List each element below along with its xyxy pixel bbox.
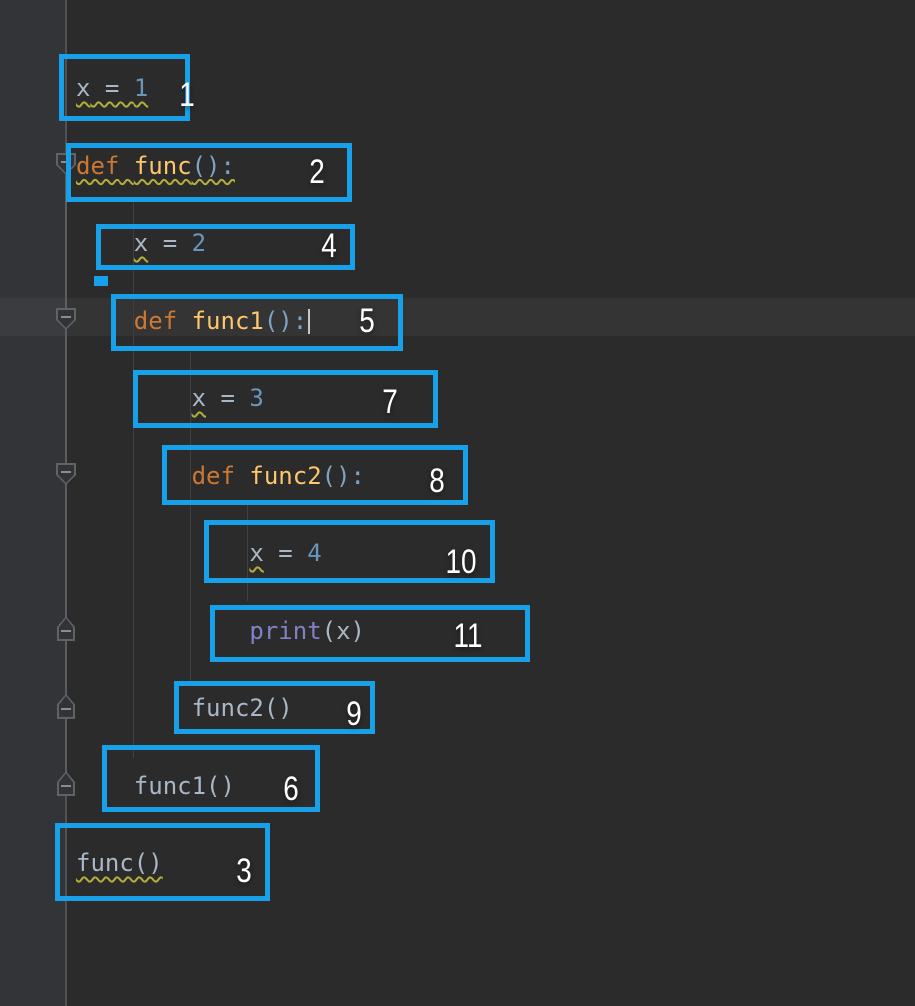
code-token: (x) xyxy=(321,616,365,645)
fold-end-marker[interactable] xyxy=(57,693,75,719)
code-token: = xyxy=(90,74,134,102)
fold-marker-fill xyxy=(58,309,74,328)
minus-icon xyxy=(61,785,71,788)
annotation-label: 9 xyxy=(346,694,362,733)
code-line[interactable]: def func2(): xyxy=(76,457,365,496)
minus-icon xyxy=(61,707,71,710)
minus-icon xyxy=(61,315,71,318)
code-token: = xyxy=(206,384,250,412)
fold-start-marker[interactable] xyxy=(56,307,76,330)
annotation-box xyxy=(66,143,352,202)
code-token: x xyxy=(133,229,149,257)
annotation-box xyxy=(210,605,530,662)
annotation-label: 5 xyxy=(359,301,375,340)
code-line[interactable]: def func(): xyxy=(76,147,235,186)
text-caret xyxy=(308,309,310,334)
annotation-label: 8 xyxy=(429,461,445,500)
code-line[interactable]: x = 3 xyxy=(76,379,264,418)
code-line[interactable]: x = 4 xyxy=(76,534,322,573)
code-token: func2 xyxy=(249,461,322,490)
annotation-box xyxy=(59,54,190,121)
code-token: 2 xyxy=(191,229,207,257)
code-line[interactable]: x = 1 xyxy=(76,69,148,108)
code-token: print xyxy=(249,616,322,645)
minus-icon xyxy=(61,470,71,473)
current-line-highlight xyxy=(0,298,915,336)
minus-icon xyxy=(61,630,71,633)
code-line[interactable]: print(x) xyxy=(76,612,365,651)
annotation-label: 2 xyxy=(309,152,325,191)
annotation-box xyxy=(111,294,403,351)
code-token: def xyxy=(191,461,235,490)
indent-guide-level2 xyxy=(190,352,191,684)
code-token: func() xyxy=(76,849,163,877)
code-token: = xyxy=(263,539,308,567)
annotation-label: 11 xyxy=(453,616,483,655)
code-token: 1 xyxy=(133,74,149,102)
indent-guide-level1 xyxy=(133,202,134,758)
fold-marker-fill xyxy=(58,464,74,483)
code-token: (): xyxy=(263,306,308,335)
annotation-box xyxy=(204,520,495,583)
code-token: x xyxy=(249,539,264,567)
annotation-label: 4 xyxy=(321,226,337,265)
annotation-box xyxy=(55,823,270,901)
fold-marker-fill xyxy=(59,618,73,640)
code-token: func2() xyxy=(191,694,293,722)
fold-start-marker[interactable] xyxy=(56,462,76,485)
code-token: (): xyxy=(191,151,235,180)
code-line[interactable]: x = 2 xyxy=(76,224,206,263)
annotation-box xyxy=(102,745,320,812)
annotation-label: 6 xyxy=(283,769,299,808)
fold-marker-fill xyxy=(59,695,73,717)
code-token: func xyxy=(133,151,192,180)
annotation-marker xyxy=(94,276,108,286)
code-token: func1() xyxy=(133,771,235,800)
code-line[interactable]: func() xyxy=(76,844,163,883)
fold-end-marker[interactable] xyxy=(57,616,75,642)
indent-guide-level3 xyxy=(247,505,248,601)
annotation-label: 10 xyxy=(445,542,477,581)
code-line[interactable]: def func1(): xyxy=(76,302,307,341)
code-line[interactable]: func2() xyxy=(76,689,293,728)
fold-end-marker[interactable] xyxy=(57,771,75,797)
code-token: x xyxy=(191,384,207,412)
code-token: func1 xyxy=(191,306,264,335)
code-token: x xyxy=(76,74,91,102)
code-token: def xyxy=(133,306,178,335)
code-token: 3 xyxy=(249,384,264,412)
code-token: 4 xyxy=(307,539,322,567)
fold-marker-fill xyxy=(59,773,73,795)
annotation-label: 3 xyxy=(236,851,252,890)
code-token: (): xyxy=(321,461,366,490)
annotation-box xyxy=(96,224,355,270)
annotation-label: 7 xyxy=(382,382,398,421)
annotation-box xyxy=(174,681,375,734)
annotation-label: 1 xyxy=(179,75,195,114)
code-token: def xyxy=(76,151,120,180)
code-token: = xyxy=(148,229,192,257)
code-line[interactable]: func1() xyxy=(76,767,235,806)
annotation-box xyxy=(162,445,468,505)
annotation-box xyxy=(133,370,438,428)
